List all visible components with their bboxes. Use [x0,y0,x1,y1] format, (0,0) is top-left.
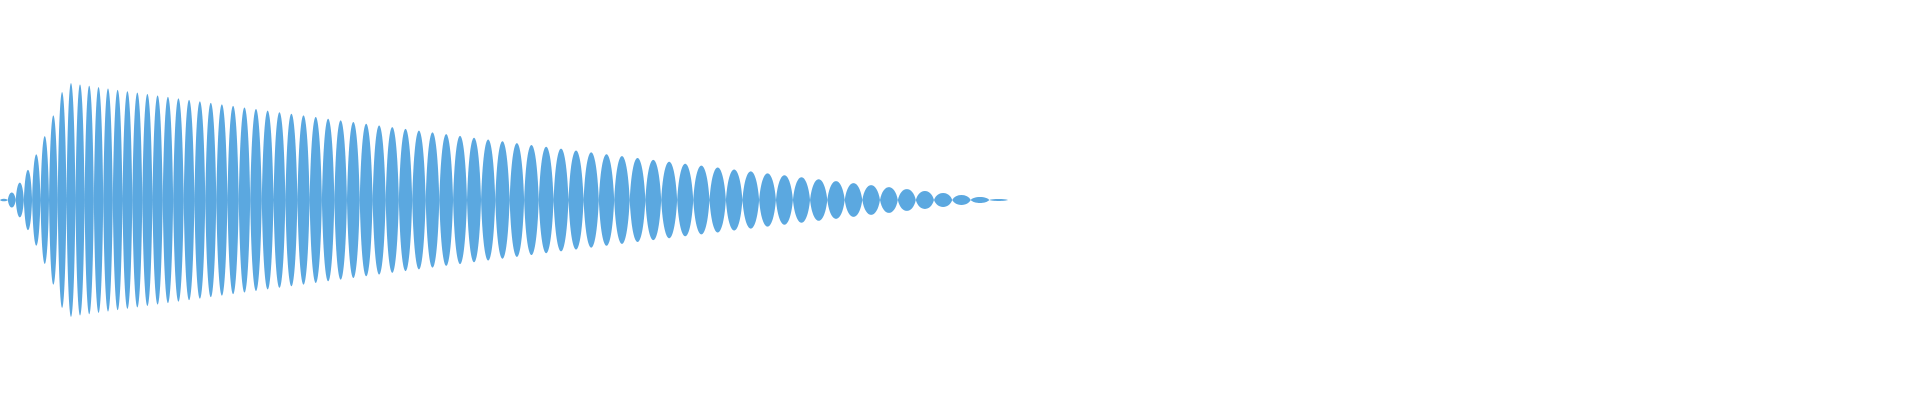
waveform-lobe [122,91,133,309]
waveform-lobe [152,95,163,305]
waveform-lobe [75,84,85,316]
waveform-lobe [57,92,67,308]
waveform-lobe [32,154,41,246]
waveform-lobe [425,132,440,268]
waveform-lobe [693,165,710,235]
waveform-lobe [194,101,206,299]
waveform-lobe [524,144,539,256]
waveform-lobe [677,163,694,237]
waveform-lobe [466,137,482,263]
waveform-lobe [297,115,310,285]
waveform-lobe [23,169,33,231]
waveform-lobe [49,115,58,285]
waveform-lobe [915,191,934,209]
waveform-lobe [509,143,525,257]
waveform-lobe [15,182,24,218]
waveform-lobe [250,109,262,291]
waveform-lobe [321,118,335,282]
waveform-lobe [84,85,94,315]
waveform-lobe [862,185,880,215]
waveform-lobe [372,125,386,275]
waveform-lobe [359,123,373,277]
waveform-lobe [844,183,863,217]
waveform-lobe [216,104,228,296]
waveform-lobe [879,187,898,213]
waveform-lobe [775,175,793,225]
waveform-lobe [40,136,49,264]
waveform-lobe [261,110,274,290]
waveform-lobe [933,193,953,207]
waveform-lobe [183,99,195,301]
waveform-lobe [173,98,184,302]
waveform-lobe [553,148,569,252]
waveform-lobes [0,83,1008,317]
waveform-lobe [709,167,726,233]
waveform-lobe [725,169,743,231]
waveform-lobe [629,157,646,243]
waveform-lobe [112,89,123,311]
waveform-lobe [989,199,1008,201]
waveform-lobe [142,94,153,306]
waveform-lobe [759,173,776,227]
waveform-lobe [810,179,828,221]
waveform-lobe [334,120,347,280]
waveform-lobe [481,139,496,261]
waveform-lobe [346,122,360,278]
waveform-lobe [398,128,413,272]
waveform-lobe [93,87,104,313]
waveform-lobe [583,152,599,248]
waveform-lobe [162,96,174,304]
waveform-lobe [792,177,811,223]
waveform-lobe [132,92,143,308]
waveform-lobe [103,88,113,312]
waveform-lobe [0,198,8,202]
waveform-lobe [897,189,916,211]
waveform-lobe [827,181,845,219]
waveform-lobe [645,159,662,241]
waveform-lobe [538,146,554,254]
waveform-lobe [309,117,322,283]
waveform-lobe [238,107,251,293]
waveform-lobe [7,192,16,208]
waveform-lobe [742,171,760,229]
waveform-lobe [495,141,510,259]
waveform-lobe [568,150,584,250]
waveform-lobe [285,113,298,287]
waveform-lobe [598,154,615,246]
waveform-lobe [970,197,990,203]
waveform-lobe [952,195,971,205]
waveform-lobe [439,134,454,266]
waveform-lobe [453,135,467,265]
waveform-lobe [273,112,286,288]
waveform-lobe [385,127,399,273]
waveform-lobe [661,161,678,239]
waveform-lobe [205,102,217,298]
waveform-lobe [227,105,239,295]
waveform-lobe [66,83,76,317]
waveform-lobe [614,156,630,244]
waveform-lobe [412,130,426,270]
